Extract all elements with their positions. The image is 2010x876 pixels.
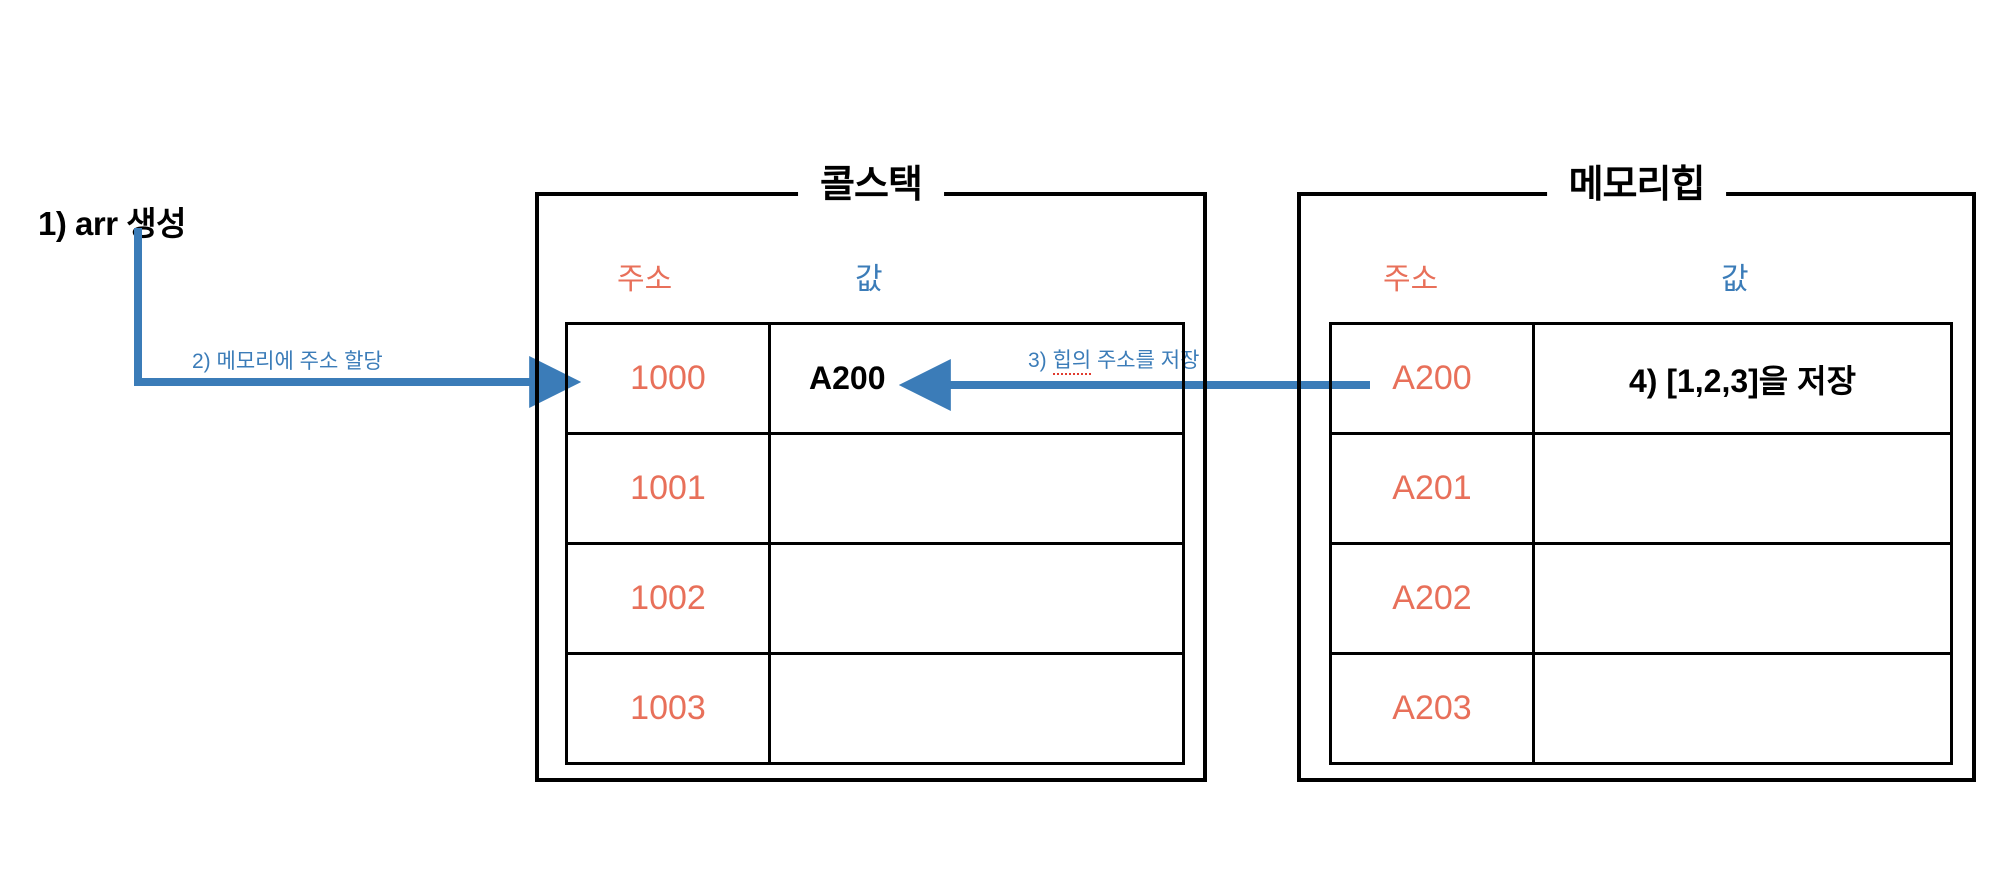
- memory-heap-column-headers: 주소 값: [1301, 254, 1972, 306]
- table-row: A201: [1329, 432, 1953, 545]
- call-stack-address-cell: 1001: [565, 432, 771, 545]
- call-stack-address-cell: 1003: [565, 652, 771, 765]
- table-row: A200 4) [1,2,3]을 저장: [1329, 322, 1953, 435]
- call-stack-header-address: 주소: [617, 263, 673, 296]
- call-stack-value-cell: [768, 652, 1185, 765]
- memory-heap-value-cell: [1532, 542, 1953, 655]
- memory-heap-value-cell: [1532, 652, 1953, 765]
- memory-heap-header-address: 주소: [1383, 263, 1439, 296]
- table-row: A203: [1329, 652, 1953, 765]
- memory-heap-panel: 메모리힙 주소 값 A200 4) [1,2,3]을 저장 A201 A202: [1297, 166, 1976, 782]
- call-stack-panel: 콜스택 주소 값 1000 A200 1001 1002: [535, 166, 1207, 782]
- memory-heap-header-value: 값: [1721, 263, 1749, 296]
- call-stack-value-cell: [768, 542, 1185, 655]
- table-row: 1000 A200: [565, 322, 1185, 435]
- table-row: 1001: [565, 432, 1185, 545]
- call-stack-value-cell: [768, 432, 1185, 545]
- memory-heap-table: A200 4) [1,2,3]을 저장 A201 A202 A203: [1329, 322, 1953, 765]
- table-row: A202: [1329, 542, 1953, 655]
- call-stack-address-cell: 1002: [565, 542, 771, 655]
- step-1-label: 1) arr 생성: [38, 205, 186, 242]
- call-stack-address-cell: 1000: [565, 322, 771, 435]
- call-stack-header-value: 값: [855, 263, 883, 296]
- call-stack-table: 1000 A200 1001 1002 1003: [565, 322, 1185, 765]
- table-row: 1003: [565, 652, 1185, 765]
- call-stack-value-cell: A200: [768, 322, 1185, 435]
- step-2-label: 2) 메모리에 주소 할당: [192, 350, 383, 373]
- memory-heap-title: 메모리힙: [1546, 166, 1727, 204]
- memory-heap-address-cell: A201: [1329, 432, 1535, 545]
- table-row: 1002: [565, 542, 1185, 655]
- memory-heap-address-cell: A203: [1329, 652, 1535, 765]
- memory-heap-value-cell: 4) [1,2,3]을 저장: [1532, 322, 1953, 435]
- memory-heap-value-cell: [1532, 432, 1953, 545]
- memory-heap-address-cell: A202: [1329, 542, 1535, 655]
- call-stack-column-headers: 주소 값: [539, 254, 1203, 306]
- memory-heap-address-cell: A200: [1329, 322, 1535, 435]
- call-stack-title: 콜스택: [798, 166, 944, 204]
